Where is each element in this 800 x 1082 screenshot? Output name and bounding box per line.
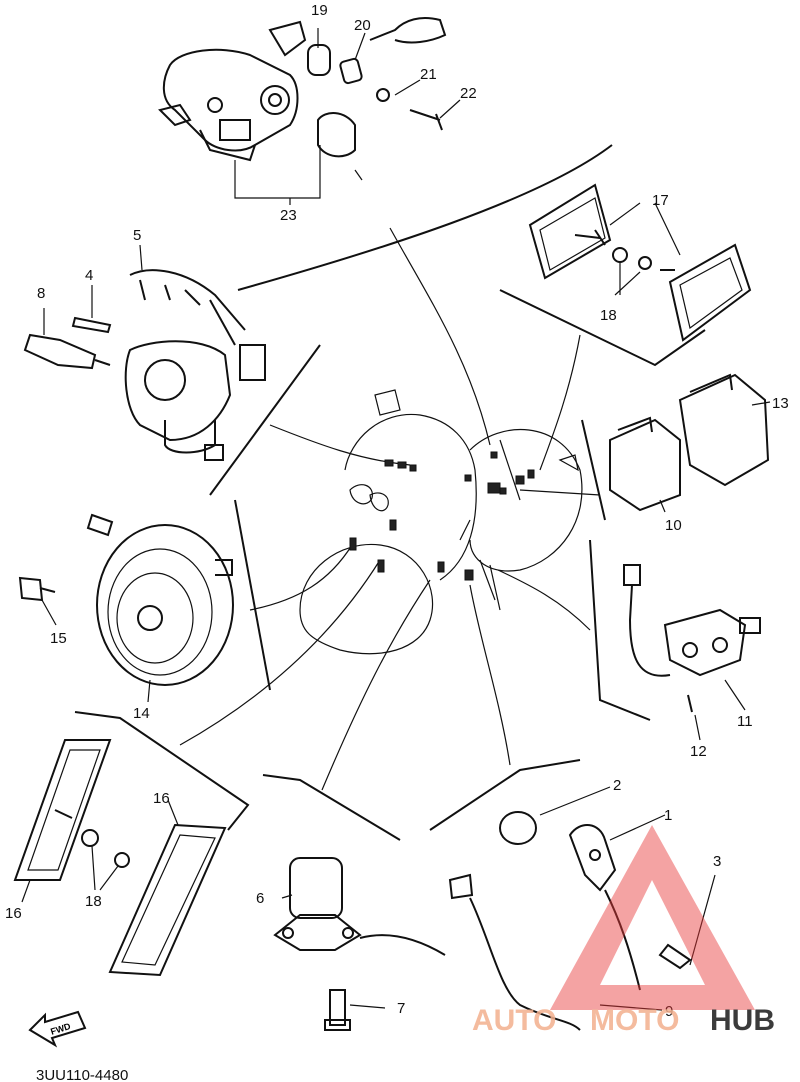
callout-9: 9 [665, 1003, 673, 1020]
horn [18, 513, 234, 703]
callout-22: 22 [460, 85, 477, 102]
callout-19: 19 [311, 2, 328, 19]
watermark-auto: AUTO [472, 1004, 556, 1037]
callout-23: 23 [280, 207, 297, 224]
sensor-oring [448, 786, 716, 1031]
watermark-logo: AUTO MOTO HUB [472, 825, 775, 1037]
callout-18b: 18 [85, 893, 102, 910]
callout-16b: 16 [5, 905, 22, 922]
frame-outline [299, 389, 583, 655]
callout-10: 10 [665, 517, 682, 534]
diagram-code: 3UU110-4480 [36, 1067, 128, 1082]
fwd-arrow-icon: FWD [28, 1010, 87, 1048]
watermark-hub: HUB [710, 1004, 775, 1037]
callout-6: 6 [256, 890, 264, 907]
pickup-switch-assembly [23, 244, 266, 461]
wire-leaders [179, 227, 601, 791]
callout-17: 17 [652, 192, 669, 209]
callout-21: 21 [420, 66, 437, 83]
watermark-triangle-icon [550, 825, 755, 1010]
callout-18a: 18 [600, 307, 617, 324]
callout-20: 20 [354, 17, 371, 34]
callout-2: 2 [613, 777, 621, 794]
callout-3: 3 [713, 853, 721, 870]
rear-reflectors [528, 183, 752, 342]
callout-12: 12 [690, 743, 707, 760]
callout-14: 14 [133, 705, 150, 722]
gear-switch-assembly [158, 17, 461, 205]
callout-4: 4 [85, 267, 93, 284]
callout-16a: 16 [153, 790, 170, 807]
starter-relay [623, 564, 761, 741]
callout-15: 15 [50, 630, 67, 647]
callout-5: 5 [133, 227, 141, 244]
callout-8: 8 [37, 285, 45, 302]
callout-13: 13 [772, 395, 789, 412]
switch-sensor [273, 857, 446, 1031]
callout-labels: 19 20 21 22 23 17 18 5 4 8 13 10 15 14 1… [5, 2, 789, 1020]
callout-11: 11 [737, 713, 753, 730]
relay-units [609, 373, 771, 513]
side-reflectors [13, 739, 227, 977]
callout-7: 7 [397, 1000, 405, 1017]
section-dividers [74, 144, 706, 841]
watermark-moto: MOTO [590, 1004, 679, 1037]
callout-1: 1 [664, 807, 672, 824]
center-connectors [349, 451, 535, 581]
